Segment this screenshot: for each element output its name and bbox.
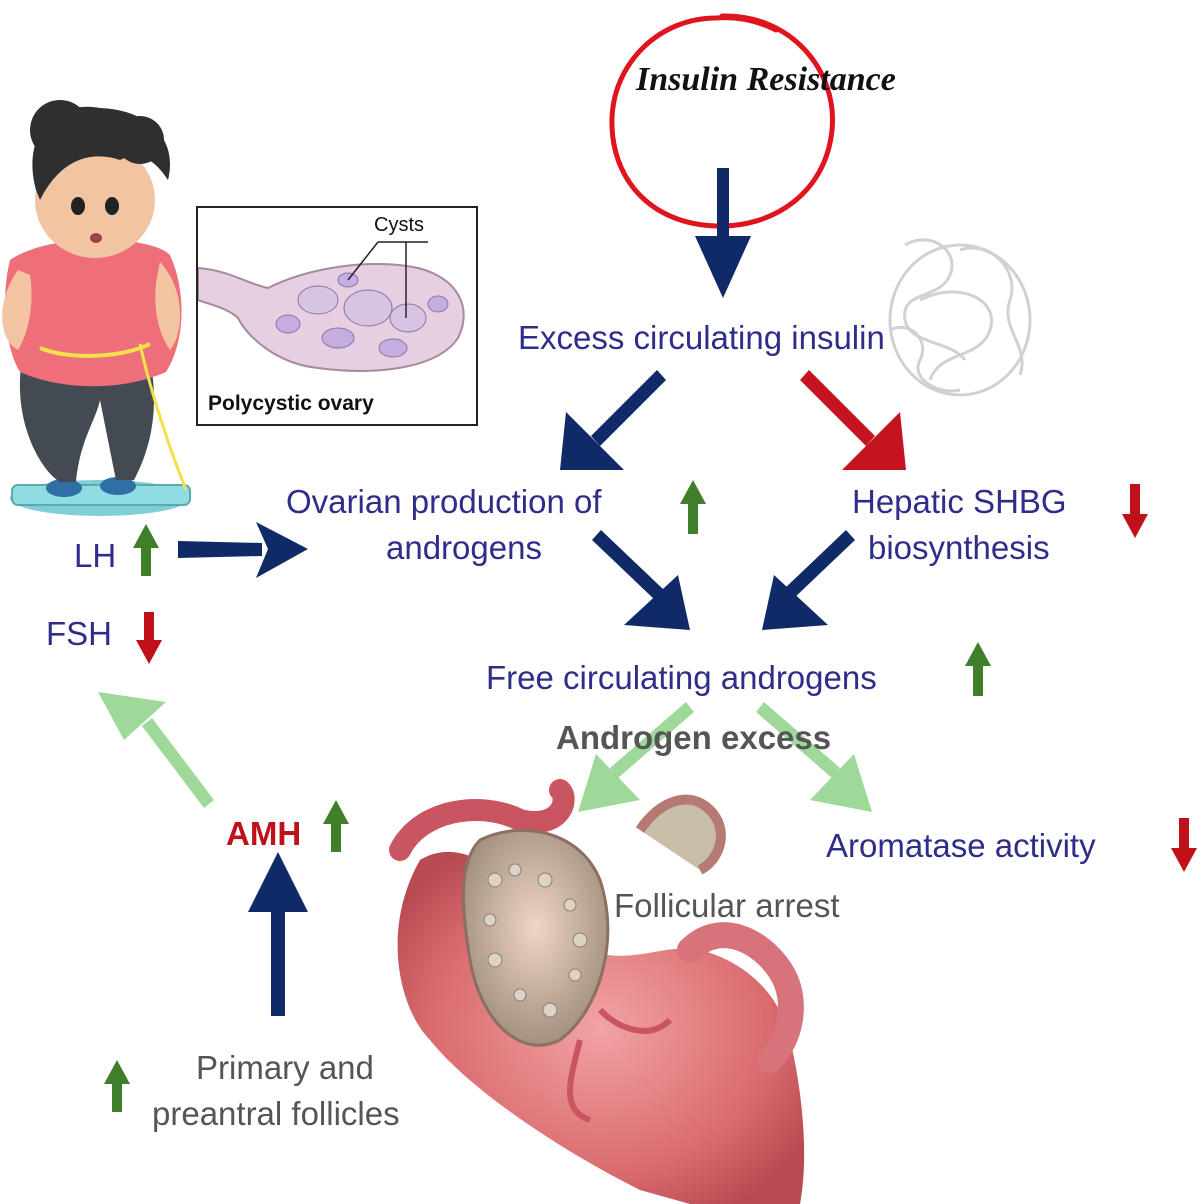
protein-structure-icon: [888, 238, 1032, 397]
excess-insulin-label: Excess circulating insulin: [518, 319, 885, 356]
insulin-resistance-title: Insulin Resistance: [636, 61, 896, 98]
follicles-label-line2: preantral follicles: [152, 1095, 400, 1132]
free-androgens-up-indicator: [965, 642, 991, 696]
hepatic-shbg-label-line1: Hepatic SHBG: [852, 483, 1067, 520]
arrow-insulin-to-ovarian: [560, 370, 666, 470]
arrow-lh-to-ovarian: [178, 522, 308, 578]
hepatic-down-indicator: [1122, 484, 1148, 538]
indicator-arrows: [104, 480, 1197, 1112]
cysts-label: Cysts: [374, 214, 424, 236]
fsh-down-indicator: [136, 612, 162, 664]
fsh-label: FSH: [46, 615, 112, 652]
arrow-follicles-to-amh: [248, 852, 308, 1016]
ovarian-production-label-line2: androgens: [386, 529, 542, 566]
follicles-up-indicator: [104, 1060, 130, 1112]
polycystic-ovary-inset: Cysts Polycystic ovary: [196, 206, 478, 426]
ovarian-production-label-line1: Ovarian production of: [286, 483, 602, 520]
arrow-androgens-to-aromatase: [756, 702, 872, 812]
flow-arrows: [98, 168, 906, 1016]
uterus-ovary-illustration: [389, 779, 805, 1204]
arrow-insulin-to-hepatic: [800, 370, 906, 470]
arrow-androgens-to-ovary: [578, 702, 694, 812]
amh-up-indicator: [323, 800, 349, 852]
polycystic-ovary-caption: Polycystic ovary: [208, 392, 374, 415]
hepatic-shbg-label-line2: biosynthesis: [868, 529, 1050, 566]
ovarian-up-indicator: [680, 480, 706, 534]
overweight-woman-illustration: [2, 100, 191, 516]
arrow-amh-to-fsh: [98, 692, 214, 808]
lh-up-indicator: [133, 524, 159, 576]
amh-label: AMH: [226, 815, 302, 852]
follicles-label-line1: Primary and: [196, 1049, 374, 1086]
follicular-arrest-label: Follicular arrest: [614, 887, 840, 924]
arrow-resistance-to-insulin: [695, 168, 751, 298]
androgen-excess-label: Androgen excess: [556, 719, 832, 756]
free-androgens-label: Free circulating androgens: [486, 659, 877, 696]
arrow-ovarian-to-free: [592, 530, 690, 630]
arrow-hepatic-to-free: [762, 530, 855, 630]
insulin-resistance-circle: [609, 13, 835, 229]
aromatase-down-indicator: [1171, 818, 1197, 872]
lh-label: LH: [74, 537, 117, 574]
polycystic-ovary-drawing: [198, 241, 465, 372]
aromatase-activity-label: Aromatase activity: [826, 827, 1096, 864]
